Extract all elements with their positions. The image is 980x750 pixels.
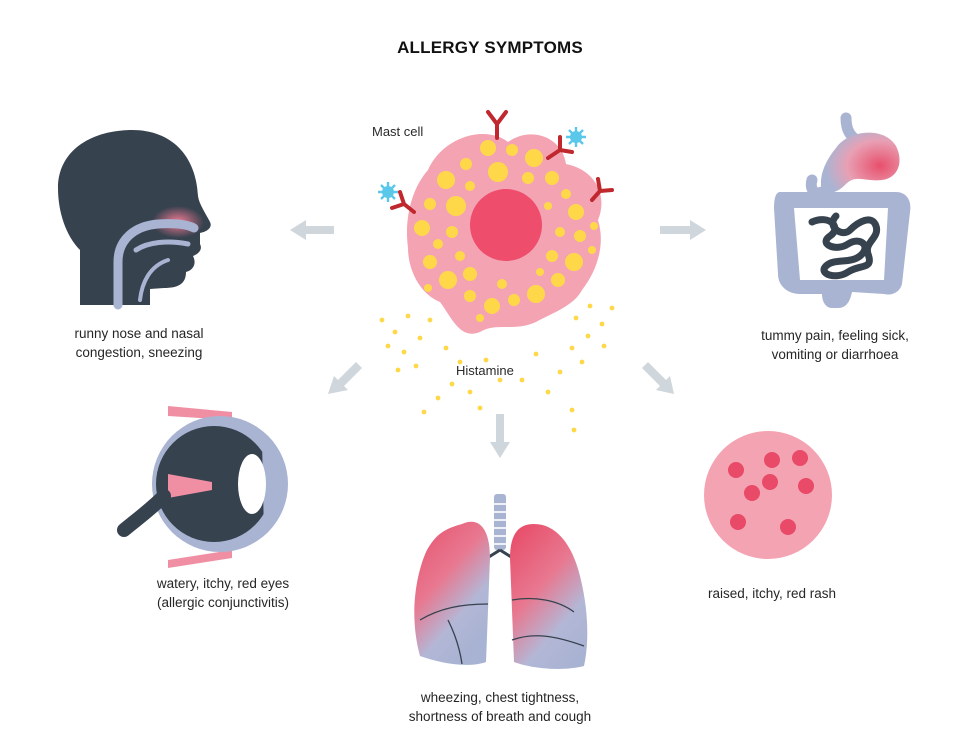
granules bbox=[414, 140, 598, 322]
arrow-down-left bbox=[328, 362, 362, 394]
histamine-label: Histamine bbox=[456, 363, 514, 378]
nucleus bbox=[470, 189, 542, 261]
lungs-icon bbox=[414, 494, 588, 669]
arrow-down-right bbox=[642, 362, 674, 394]
page-title: ALLERGY SYMPTOMS bbox=[397, 38, 583, 57]
digestive-system-icon bbox=[774, 112, 911, 308]
antibody-receptors bbox=[390, 110, 614, 214]
mast-cell bbox=[378, 110, 614, 334]
skin-symptom-label: raised, itchy, red rash bbox=[707, 586, 837, 601]
nose-symptom-label: runny nose and nasal congestion, sneezin… bbox=[74, 326, 204, 360]
allergen-icon bbox=[378, 127, 586, 202]
arrow-right bbox=[660, 220, 706, 240]
mast-cell-label: Mast cell bbox=[372, 124, 424, 139]
eyes-symptom-label: watery, itchy, red eyes (allergic conjun… bbox=[156, 576, 290, 610]
stomach-symptom-label: tummy pain, feeling sick, vomiting or di… bbox=[761, 328, 909, 362]
histamine-particles bbox=[379, 303, 615, 433]
lungs-symptom-label: wheezing, chest tightness, shortness of … bbox=[408, 690, 592, 724]
eye-icon bbox=[117, 406, 288, 568]
arrow-down bbox=[490, 414, 510, 458]
rash-icon bbox=[704, 431, 832, 559]
head-profile-icon bbox=[58, 130, 211, 310]
arrow-left bbox=[290, 220, 334, 240]
arrows bbox=[290, 220, 706, 458]
